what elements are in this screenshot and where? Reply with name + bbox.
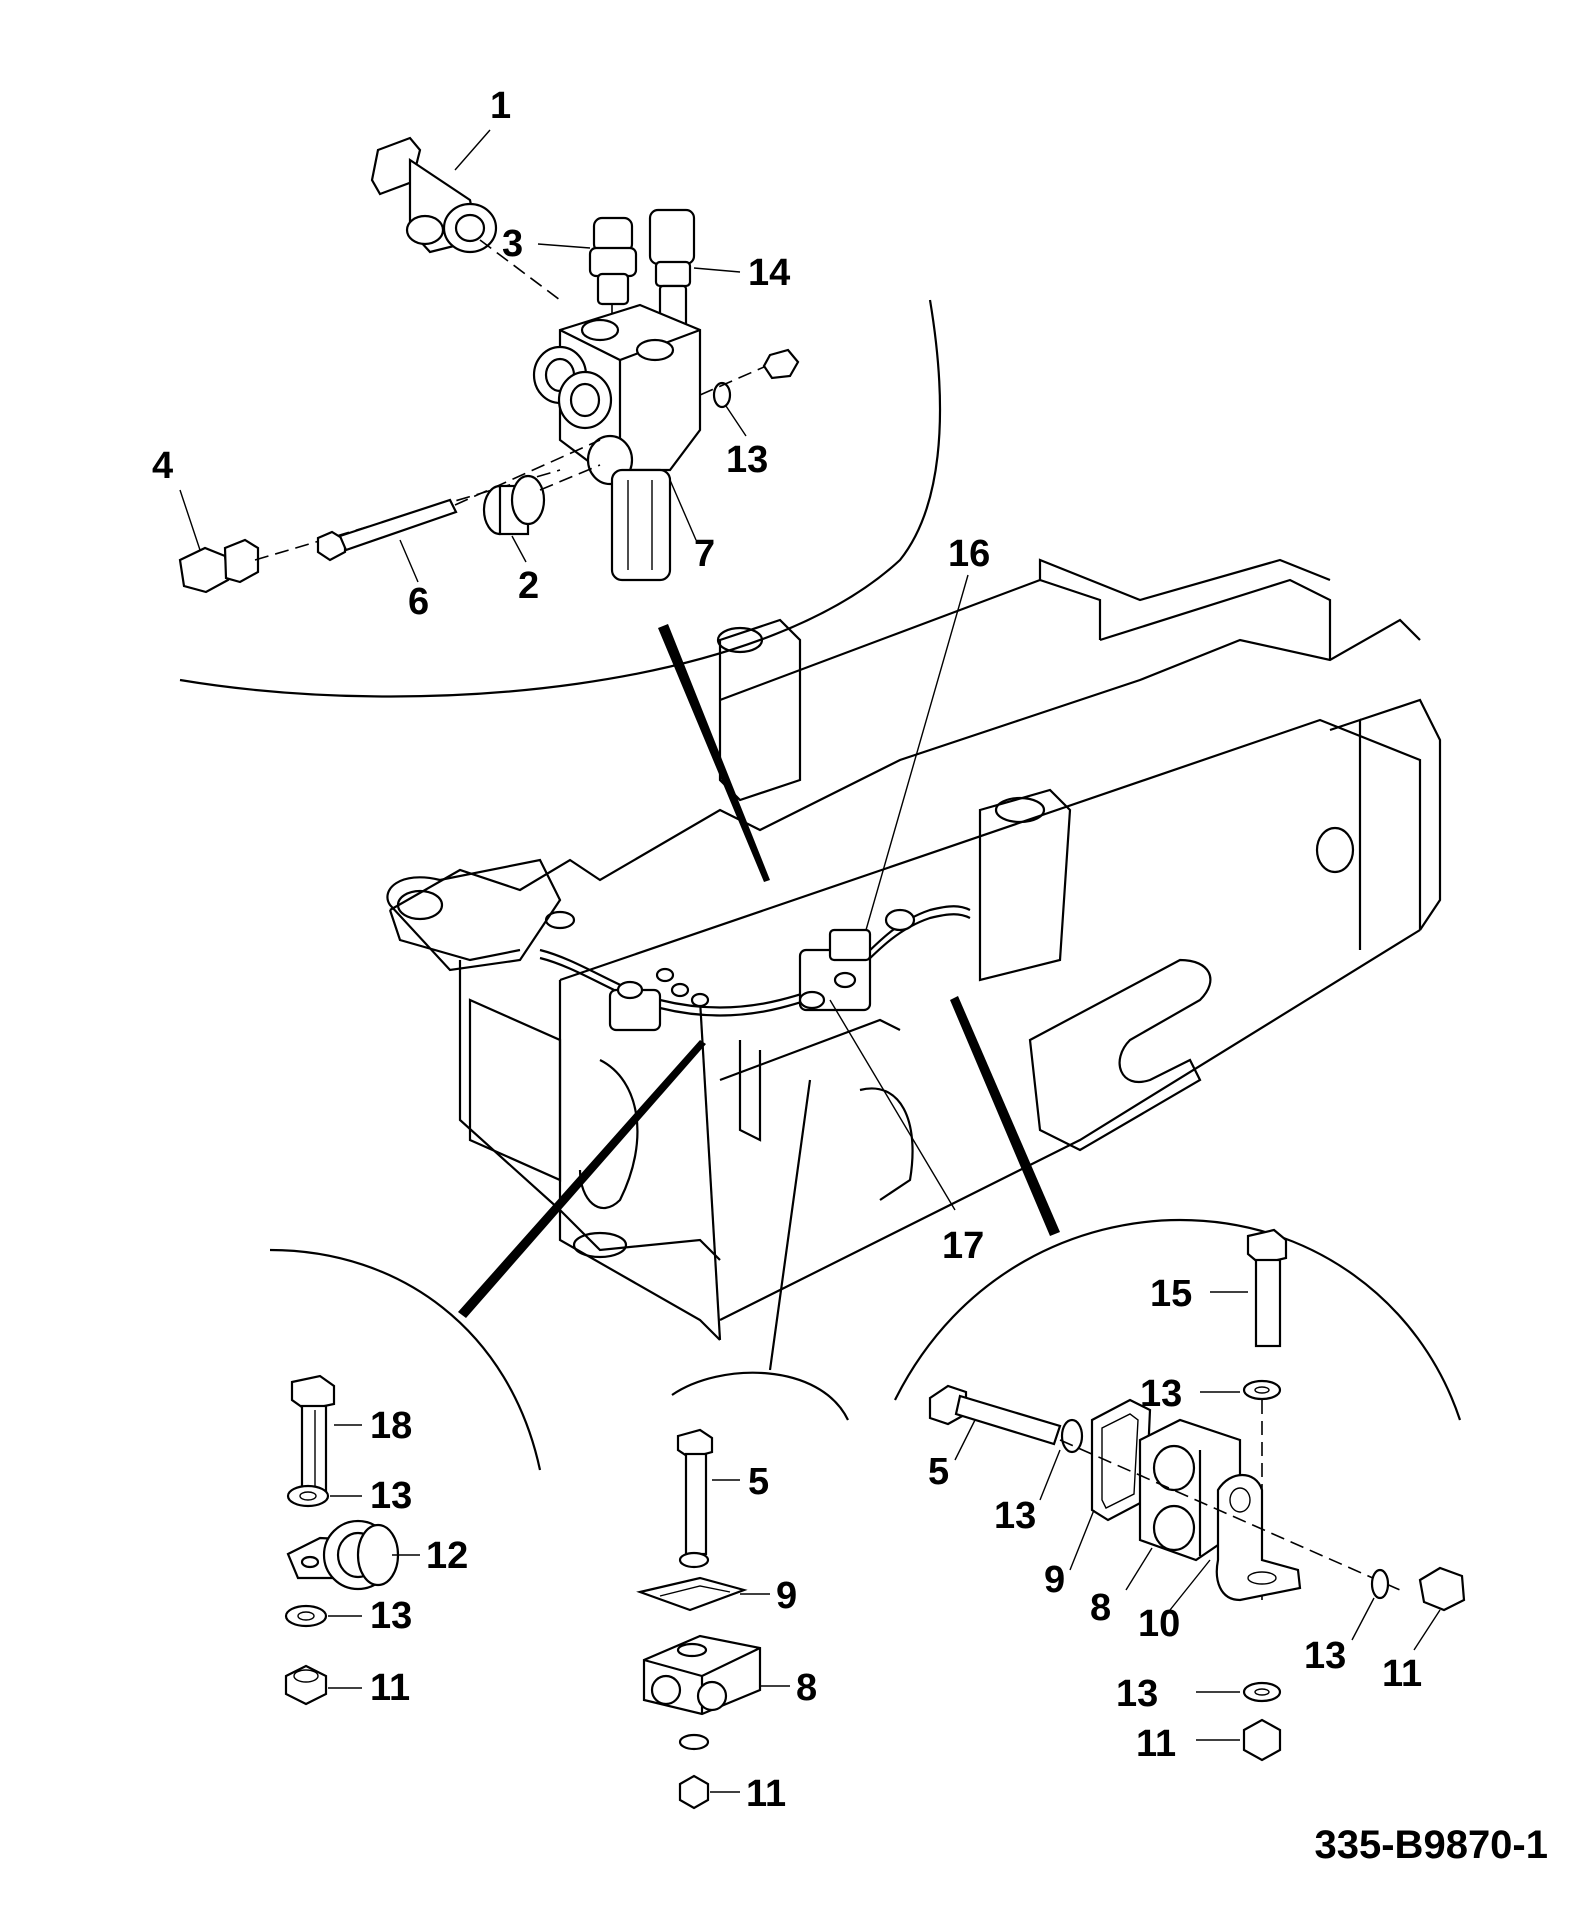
callout-labels: 1 3 14 13 4 6 2 7 16 17 18 13 12 13 11 5… [152, 85, 1422, 1815]
valve-detail-leaders [179, 129, 747, 583]
callout-13-left-upper: 13 [370, 1475, 412, 1517]
item-9-cover-plate-right [1090, 1398, 1152, 1522]
item-8-clamp-body-right [1138, 1418, 1242, 1562]
item-3-plug [588, 216, 638, 330]
callout-12: 12 [426, 1535, 468, 1577]
callout-9-middle: 9 [776, 1575, 797, 1617]
callout-15: 15 [1150, 1273, 1192, 1315]
callout-17: 17 [942, 1225, 984, 1267]
right-clamp-detail [894, 1218, 1466, 1762]
item-13-washer-bolt [1060, 1418, 1084, 1454]
left-detail-pointer [458, 1040, 706, 1318]
middle-clamp-detail [636, 1371, 849, 1810]
callout-1: 1 [490, 85, 511, 127]
item-13-washer-bottom [1242, 1681, 1282, 1703]
item-11-nut-bottom [1242, 1718, 1282, 1762]
callout-16: 16 [948, 533, 990, 575]
item-18-bolt [290, 1374, 336, 1500]
item-8-clamp-body [642, 1634, 762, 1716]
item-13-washer-top [1242, 1379, 1282, 1401]
right-detail-arc [894, 1218, 1462, 1421]
item-5-bolt-middle [676, 1428, 714, 1556]
callout-13-right-bolt: 13 [994, 1495, 1036, 1537]
item-13-washer-right-of-block [699, 348, 800, 409]
item-5-bolt-right [928, 1384, 1062, 1446]
item-11-nut-side [1418, 1566, 1466, 1612]
item-11-nut-middle [678, 1774, 710, 1810]
callout-11-right-bottom: 11 [1136, 1723, 1176, 1765]
callout-10: 10 [1138, 1603, 1180, 1645]
chassis-frame [386, 558, 1442, 1371]
callout-6: 6 [408, 581, 429, 623]
left-detail-arc [269, 1248, 542, 1471]
valve-detail-view [178, 136, 942, 882]
valve-detail-circle-outline [179, 299, 942, 698]
item-13-washer-side [1370, 1568, 1390, 1600]
callout-8-right: 8 [1090, 1587, 1111, 1629]
drawing-reference-number: 335-B9870-1 [1315, 1823, 1549, 1867]
valve-detail-pointer [658, 624, 770, 882]
callout-5-middle: 5 [748, 1461, 769, 1503]
callout-13-right-top: 13 [1140, 1373, 1182, 1415]
callout-9-right: 9 [1044, 1559, 1065, 1601]
item-9-cover-plate [636, 1576, 748, 1612]
callout-13-right-bottom: 13 [1116, 1673, 1158, 1715]
callout-5-right: 5 [928, 1451, 949, 1493]
callout-18: 18 [370, 1405, 412, 1447]
callout-13-left-lower: 13 [370, 1595, 412, 1637]
callout-11-right-side: 11 [1382, 1653, 1422, 1695]
right-detail-pointer [950, 996, 1060, 1236]
callout-4: 4 [152, 445, 173, 487]
callout-7: 7 [694, 533, 715, 575]
callout-11-middle: 11 [746, 1773, 786, 1815]
item-11-nut [284, 1664, 328, 1706]
item-10-bracket [1215, 1474, 1302, 1602]
item-15-bolt [1246, 1228, 1288, 1348]
callout-8-middle: 8 [796, 1667, 817, 1709]
left-clamp-detail [269, 1248, 542, 1706]
manifold-cluster [608, 908, 916, 1032]
callout-13-right-side: 13 [1304, 1635, 1346, 1677]
item-1-fitting [370, 136, 561, 301]
callout-14: 14 [748, 252, 790, 294]
middle-detail-arc [671, 1371, 849, 1421]
callout-11-left: 11 [370, 1667, 410, 1709]
callout-13-top: 13 [726, 439, 768, 481]
item-2-plug [482, 464, 601, 536]
middle-detail-pointer [768, 1079, 812, 1371]
callout-3: 3 [502, 223, 523, 265]
callout-2: 2 [518, 565, 539, 607]
item-13-washer-upper [286, 1484, 330, 1508]
item-7-valve-block [532, 303, 702, 582]
item-6-long-bolt [316, 439, 601, 562]
item-12-clip-clamp [286, 1519, 400, 1591]
item-13-washer-lower [284, 1604, 328, 1628]
